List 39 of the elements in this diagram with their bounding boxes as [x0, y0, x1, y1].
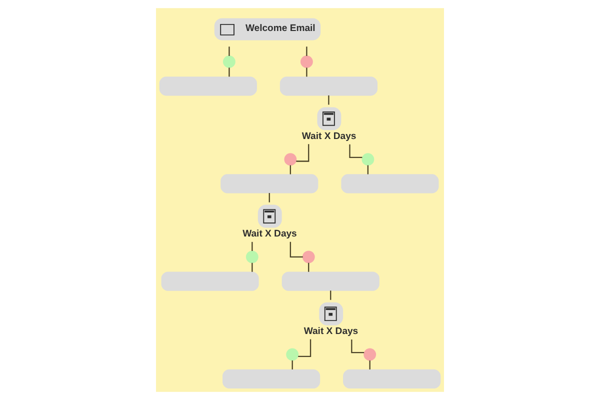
- connector: [306, 46, 308, 56]
- connector: [252, 262, 253, 272]
- node-box: [161, 272, 259, 291]
- connector: [290, 242, 303, 258]
- node-circle: [362, 153, 374, 166]
- connector: [228, 46, 230, 56]
- connector: [298, 339, 312, 358]
- connector: [351, 340, 364, 354]
- node-box: [159, 76, 257, 96]
- node-circle: [284, 153, 297, 166]
- node-circle: [302, 250, 315, 264]
- connector: [349, 144, 362, 158]
- node-circle: [246, 250, 258, 264]
- node-box: [222, 369, 320, 388]
- connector: [268, 193, 270, 202]
- connector: [328, 95, 330, 105]
- node-box: Welcome Email: [214, 18, 321, 40]
- node-circle: [364, 348, 376, 361]
- connector: [306, 68, 308, 77]
- node-box: [280, 76, 378, 96]
- node-box: [282, 272, 380, 291]
- connector: [308, 262, 310, 272]
- node-circle: [300, 56, 313, 68]
- node-box: [220, 174, 318, 194]
- node-label: Wait X Days: [302, 130, 356, 142]
- connector: [290, 165, 291, 174]
- connector: [367, 165, 368, 174]
- node-circle: [222, 56, 236, 68]
- node-box: [341, 174, 439, 194]
- node-label: Wait X Days: [242, 228, 297, 240]
- node-label: Wait X Days: [304, 326, 358, 337]
- connector: [252, 242, 253, 251]
- connector: [369, 360, 370, 370]
- node-box: [343, 369, 441, 388]
- node-circle: [286, 348, 299, 361]
- connector: [228, 68, 230, 77]
- connector: [296, 144, 310, 162]
- connector: [292, 360, 293, 370]
- connector: [330, 290, 332, 300]
